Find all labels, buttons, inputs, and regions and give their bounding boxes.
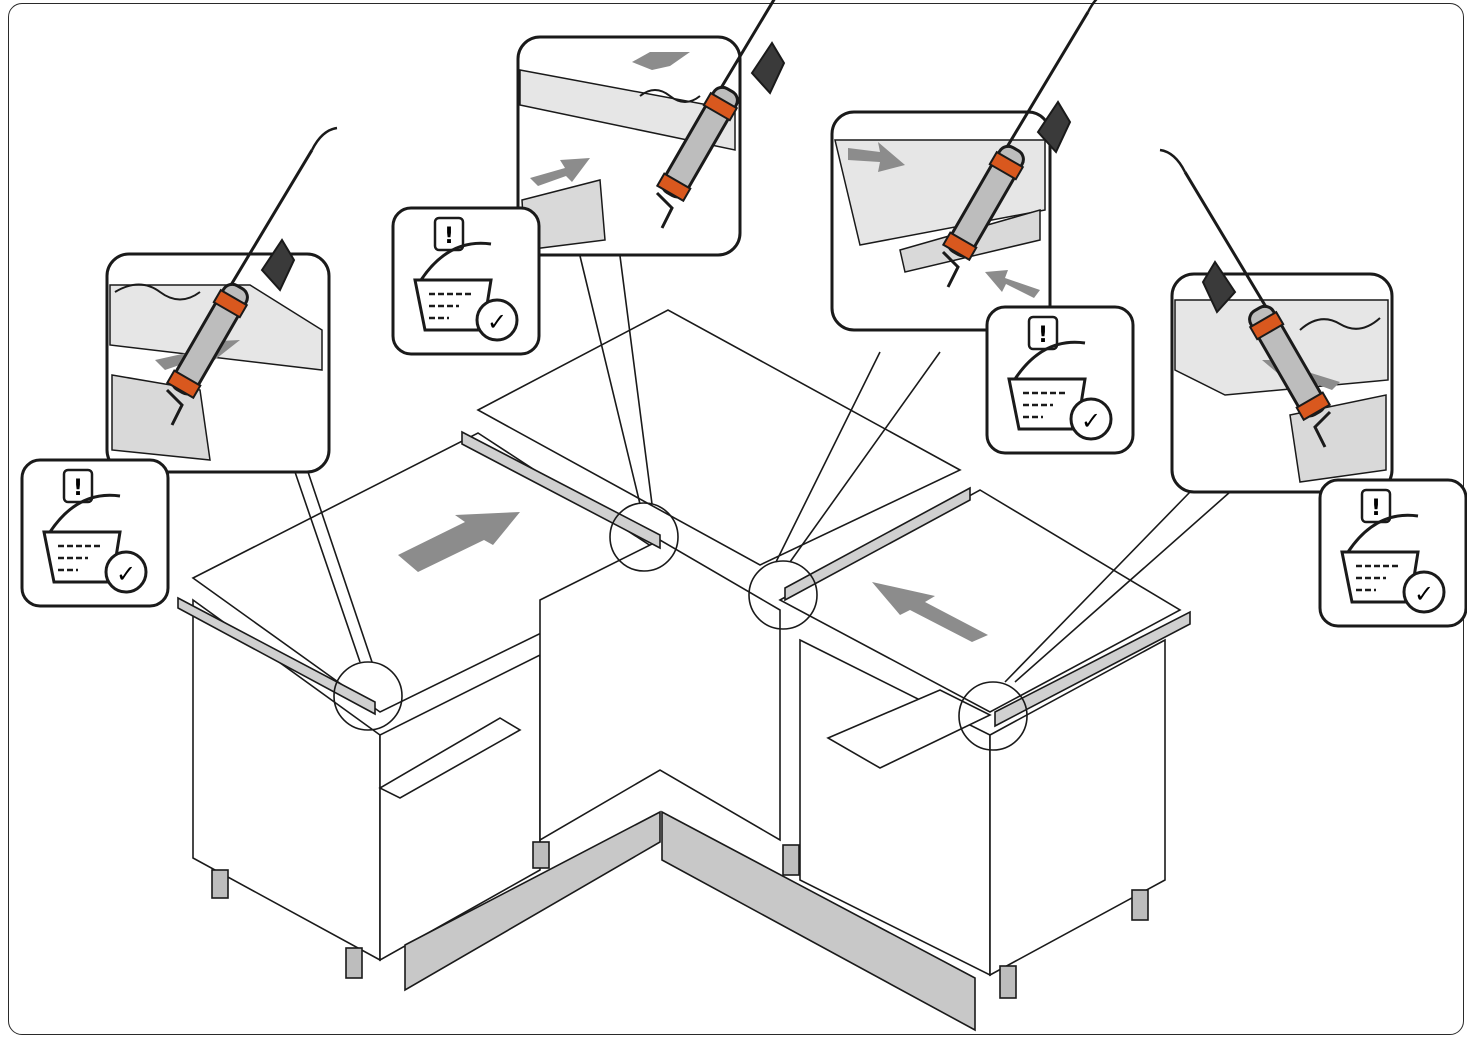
notice-card-right: ! ✓: [1318, 478, 1467, 628]
notice-card-left: ! ✓: [20, 458, 170, 608]
notice-card-center: ! ✓: [391, 206, 541, 356]
right-plinth: [661, 810, 976, 1032]
detail-panel-right: [1170, 272, 1394, 494]
detail-panel-right-center: [830, 110, 1052, 332]
corner-cabinet-back: [539, 539, 781, 842]
arrow-icon: [632, 52, 690, 70]
exclamation-icon: !: [1371, 496, 1381, 521]
back-rail-right: [784, 486, 971, 602]
front-rail-right: [994, 610, 1191, 728]
arrow-icon: [872, 582, 988, 642]
detail-markers: [294, 255, 1231, 751]
cabinet-legs: [211, 841, 1149, 999]
back-rail: [461, 430, 661, 550]
back-worktop: [476, 309, 962, 566]
exclamation-icon: !: [73, 476, 83, 501]
shopping-basket-icon: [20, 458, 170, 608]
right-shelf: [826, 689, 992, 769]
right-cabinet-side: [989, 638, 1166, 977]
shopping-basket-icon: [985, 305, 1135, 455]
shopping-basket-icon: [1318, 478, 1467, 628]
shopping-basket-icon: [391, 206, 541, 356]
detail-panel-left: [105, 252, 331, 474]
arrow-icon: [848, 142, 905, 172]
check-circle-icon: ✓: [1414, 580, 1434, 608]
left-plinth: [404, 810, 661, 992]
exclamation-icon: !: [1038, 323, 1048, 348]
check-circle-icon: ✓: [1081, 407, 1101, 435]
arrow-icon: [398, 512, 520, 572]
exclamation-icon: !: [444, 224, 454, 249]
left-shelf: [378, 717, 522, 799]
notice-card-right-center: ! ✓: [985, 305, 1135, 455]
cabinet-assembly: [177, 309, 1191, 1032]
arrow-icon: [985, 270, 1040, 298]
front-rail-left: [177, 596, 376, 716]
arrow-icon: [530, 158, 590, 186]
check-circle-icon: ✓: [116, 560, 136, 588]
check-circle-icon: ✓: [487, 308, 507, 336]
direction-arrows: [398, 512, 988, 642]
